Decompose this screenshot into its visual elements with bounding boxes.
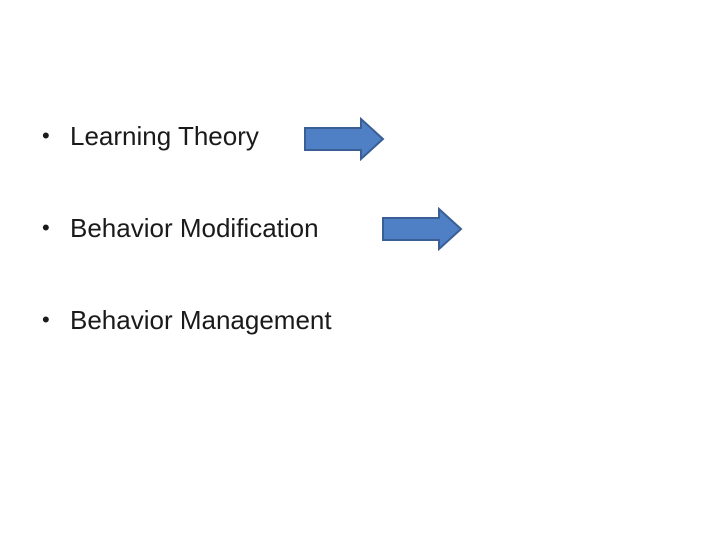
bullet-label: Behavior Modification [70,213,319,243]
bullet-item-behavior-modification: • Behavior Modification [42,208,319,248]
bullet-icon: • [42,215,50,240]
bullet-label: Behavior Management [70,305,332,335]
right-arrow-icon [382,207,463,251]
bullet-item-learning-theory: • Learning Theory [42,116,259,156]
bullet-item-behavior-management: • Behavior Management [42,300,332,340]
bullet-label: Learning Theory [70,121,259,151]
right-arrow-icon [304,117,385,161]
bullet-icon: • [42,123,50,148]
bullet-icon: • [42,307,50,332]
